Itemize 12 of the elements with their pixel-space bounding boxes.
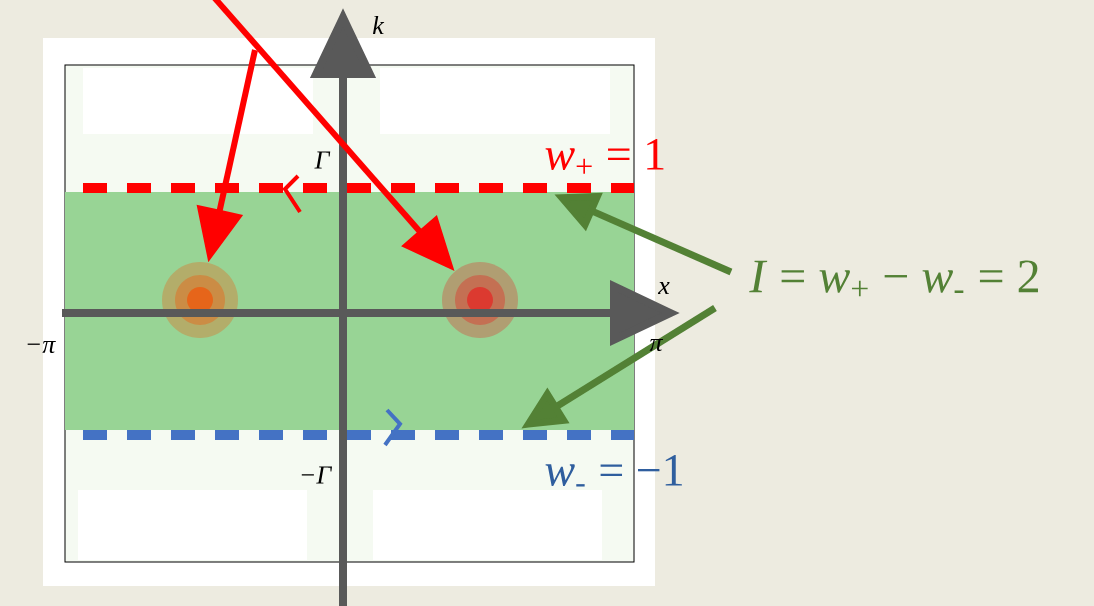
dashed-line [83,183,634,193]
formula-text: w$_{+}$ = 1 [545,139,664,174]
hot-spot [162,262,238,338]
formula-text: w$_{-}$ = −1 [545,455,682,487]
dashed-line [83,430,634,440]
axis-label: x [657,282,670,294]
axis-label: −π [27,340,56,354]
axis-label: −Γ [301,466,332,484]
hot-spot [442,262,518,338]
axis-label: k [373,16,385,34]
formula-text: I = w$_{+}$ − w$_{-}$ = 2 [749,260,1038,297]
axis-label: Γ [314,151,331,169]
